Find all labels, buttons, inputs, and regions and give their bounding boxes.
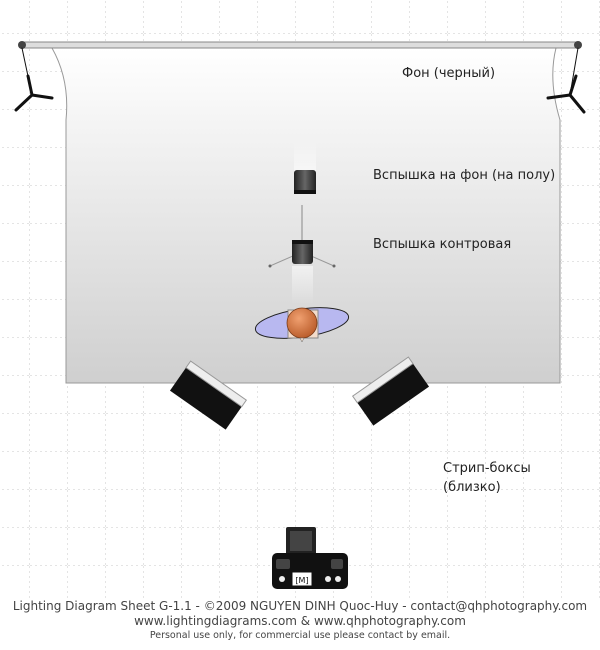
right-strip-box: [351, 356, 430, 426]
svg-text:[M]: [M]: [295, 576, 308, 585]
strip-boxes-note: (близко): [443, 480, 501, 495]
right-backdrop-stand: [546, 47, 586, 114]
backdrop: [18, 41, 582, 384]
background-label: Фон (черный): [402, 66, 496, 81]
rim-flash-label: Вспышка контровая: [373, 237, 512, 252]
camera: [M]: [272, 527, 348, 589]
rim-flash: [268, 205, 336, 304]
background-flash: [294, 140, 316, 194]
subject: [254, 307, 350, 343]
footer-websites: www.lightingdiagrams.com & www.qhphotogr…: [134, 614, 466, 628]
left-backdrop-stand: [14, 47, 54, 112]
left-strip-box: [169, 360, 248, 430]
footer-license: Personal use only, for commercial use pl…: [149, 630, 451, 641]
footer-credits: Lighting Diagram Sheet G-1.1 - ©2009 NGU…: [12, 599, 588, 613]
background-flash-label: Вспышка на фон (на полу): [373, 168, 556, 183]
strip-boxes-label: Стрип-боксы: [443, 461, 531, 476]
